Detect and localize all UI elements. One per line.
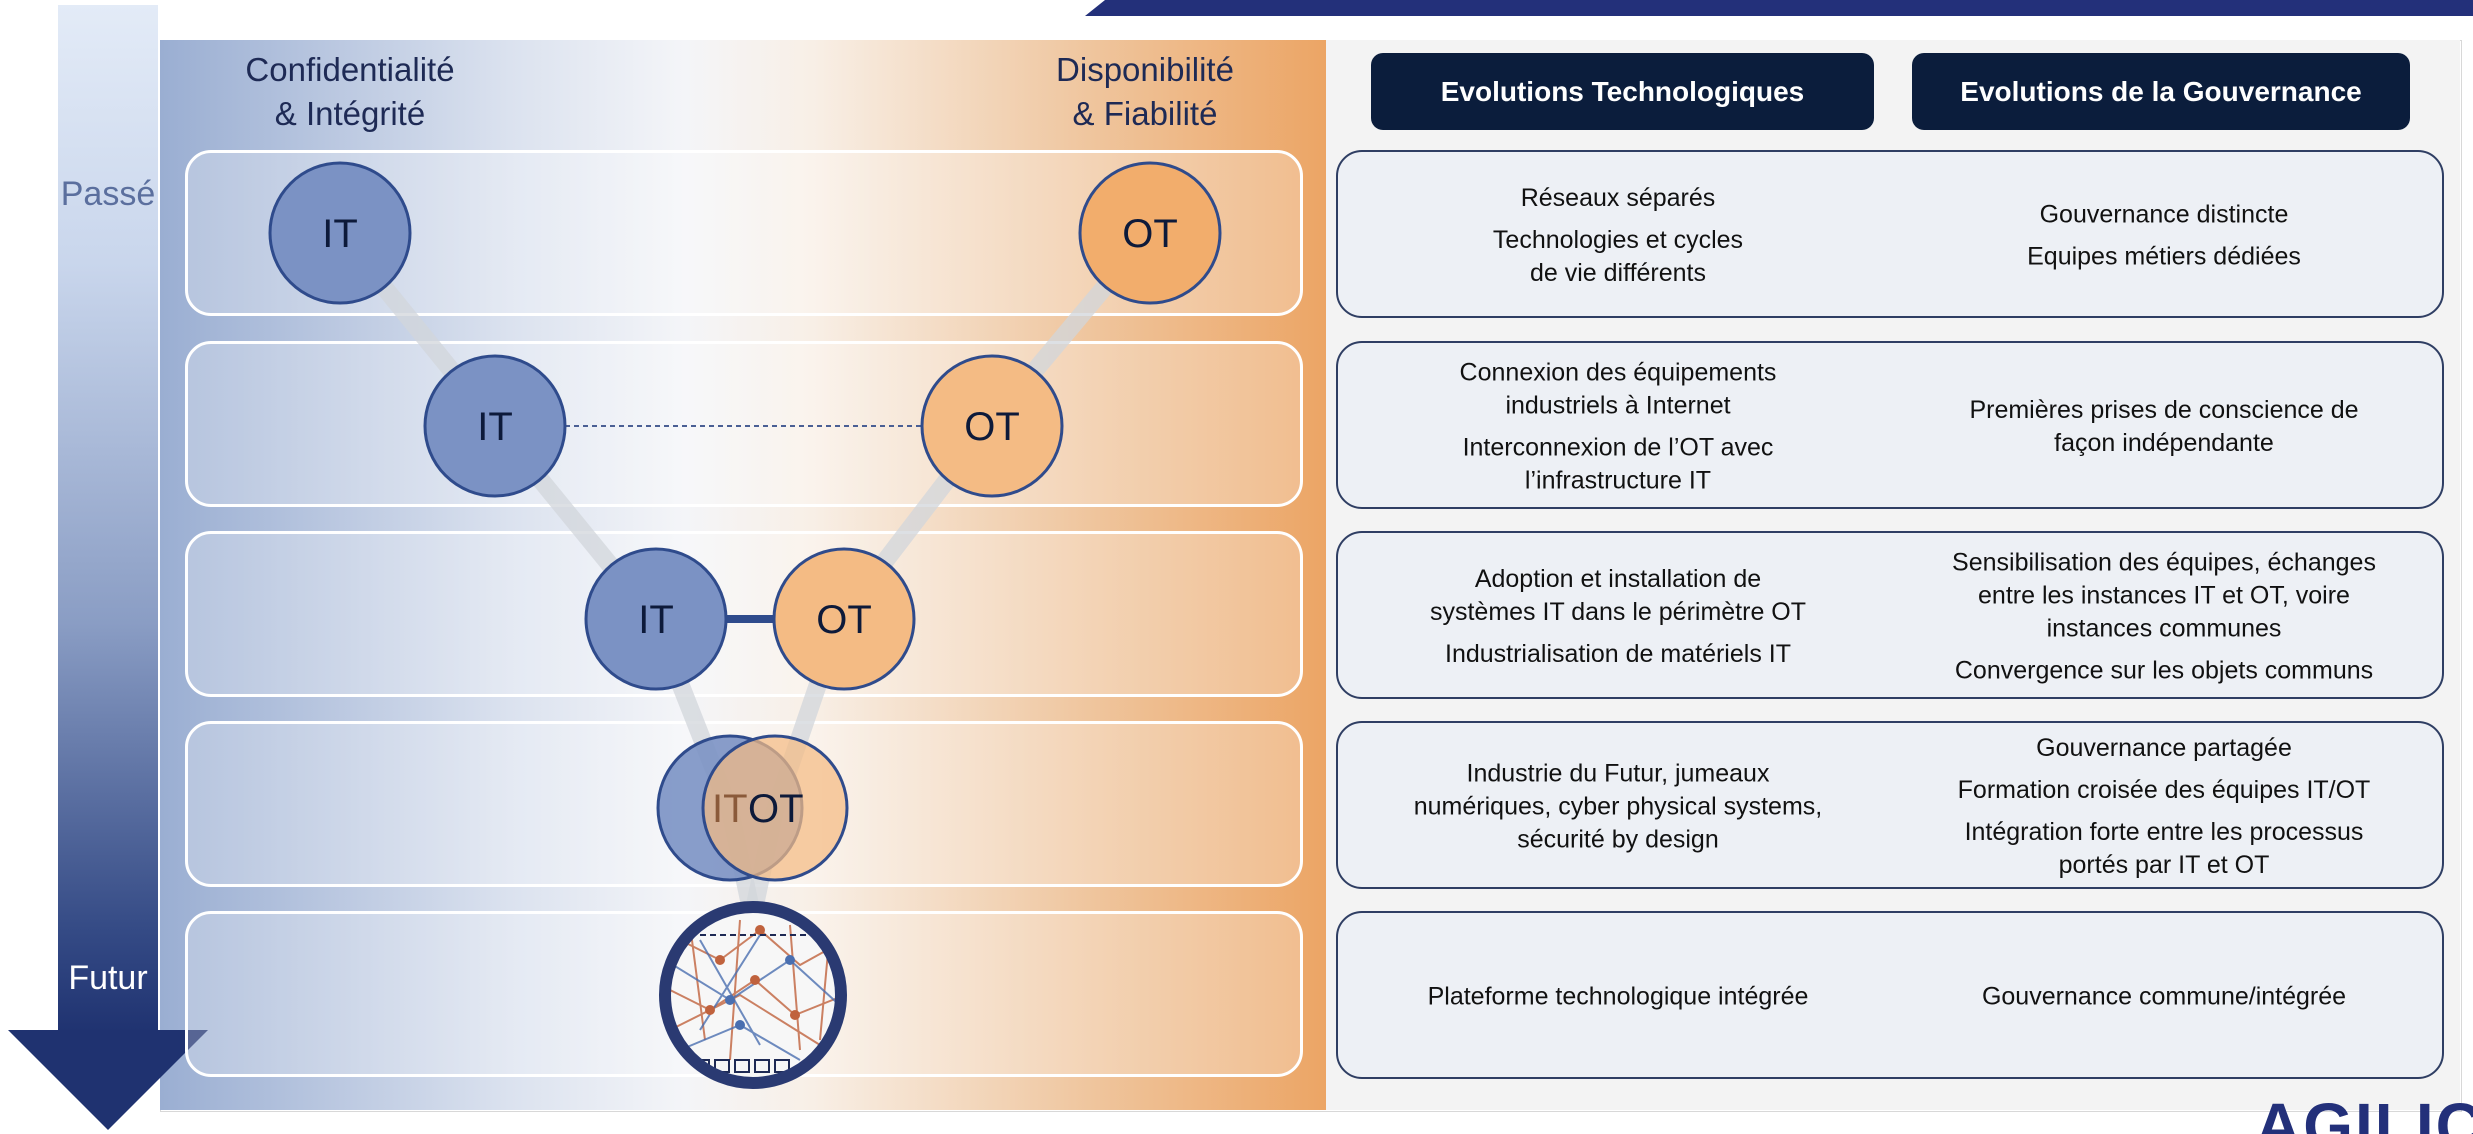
tech-item: Réseaux séparés [1520, 184, 1716, 212]
integrated-platform-icon [659, 901, 847, 1089]
ot-node-4 [701, 734, 849, 882]
gov-item: Gouvernance partagée [2036, 734, 2292, 762]
axis-label-availability: Disponibilité & Fiabilité [1056, 51, 1234, 132]
tech-item: Connexion des équipements industriels à … [1459, 358, 1777, 420]
it-node-2-label: IT [477, 405, 513, 449]
gov-item: Formation croisée des équipes IT/OT [1957, 776, 2371, 804]
tech-item: Interconnexion de l’OT avec l’infrastruc… [1462, 433, 1774, 495]
evolution-row-3: Adoption et installation de systèmes IT … [1336, 531, 2444, 699]
ot-node-3 [772, 547, 916, 691]
evolution-row-2: Connexion des équipements industriels à … [1336, 341, 2444, 509]
top-accent-bar [1085, 0, 2473, 16]
tech-item: Adoption et installation de systèmes IT … [1429, 565, 1807, 626]
gov-cell-4: Gouvernance partagée Formation croisée d… [1914, 732, 2414, 882]
ot-node-2 [920, 354, 1064, 498]
stage-row-2 [185, 341, 1303, 507]
it-node-1 [268, 161, 412, 305]
tech-item: Industrie du Futur, jumeaux numériques, … [1413, 759, 1823, 854]
gov-item: Equipes métiers dédiées [2027, 242, 2301, 271]
it-node-1-label: IT [322, 212, 358, 256]
tech-cell-4: Industrie du Futur, jumeaux numériques, … [1368, 758, 1868, 857]
it-node-4-label: IT [712, 787, 748, 831]
gov-cell-2: Premières prises de conscience de façon … [1914, 394, 2414, 460]
tech-item: Plateforme technologique intégrée [1427, 982, 1809, 1011]
header-gov-evolutions: Evolutions de la Gouvernance [1912, 53, 2410, 130]
gov-item: Convergence sur les objets communs [1954, 656, 2374, 685]
evolution-row-4: Industrie du Futur, jumeaux numériques, … [1336, 721, 2444, 889]
gov-item: Gouvernance distincte [2039, 200, 2289, 229]
ot-node-4-label: OT [748, 787, 804, 831]
gov-item: Intégration forte entre les processus po… [1964, 818, 2364, 879]
it-node-2 [423, 354, 567, 498]
timeline-arrow [58, 5, 158, 1035]
header-tech-evolutions: Evolutions Technologiques [1371, 53, 1874, 130]
ot-node-2-label: OT [964, 405, 1020, 449]
gov-item: Sensibilisation des équipes, échanges en… [1952, 548, 2376, 643]
gov-cell-1: Gouvernance distincte Equipes métiers dé… [1914, 199, 2414, 274]
gov-item: Gouvernance commune/intégrée [1981, 982, 2347, 1011]
evolution-row-5: Plateforme technologique intégrée Gouver… [1336, 911, 2444, 1079]
company-logo: AGILICOE [2255, 1094, 2473, 1134]
time-label-past: Passé [60, 175, 156, 213]
tech-cell-2: Connexion des équipements industriels à … [1368, 357, 1868, 498]
tech-cell-1: Réseaux séparés Technologies et cycles d… [1368, 182, 1868, 290]
it-node-3-label: IT [638, 598, 674, 642]
gov-cell-3: Sensibilisation des équipes, échanges en… [1914, 547, 2414, 688]
evolution-row-1: Réseaux séparés Technologies et cycles d… [1336, 150, 2444, 318]
gov-cell-5: Gouvernance commune/intégrée [1914, 981, 2414, 1014]
ot-node-3-label: OT [816, 598, 872, 642]
time-label-future: Futur [68, 959, 148, 997]
it-node-3 [584, 547, 728, 691]
ot-node-1 [1078, 161, 1222, 305]
gov-item: Premières prises de conscience de façon … [1969, 396, 2359, 457]
tech-item: Technologies et cycles de vie différents [1492, 226, 1744, 287]
tech-cell-5: Plateforme technologique intégrée [1368, 981, 1868, 1014]
ot-node-1-label: OT [1122, 212, 1178, 256]
tech-cell-3: Adoption et installation de systèmes IT … [1368, 563, 1868, 671]
axis-label-confidentiality: Confidentialité & Intégrité [245, 51, 455, 132]
stage-row-3 [185, 531, 1303, 697]
tech-item: Industrialisation de matériels IT [1445, 640, 1791, 668]
